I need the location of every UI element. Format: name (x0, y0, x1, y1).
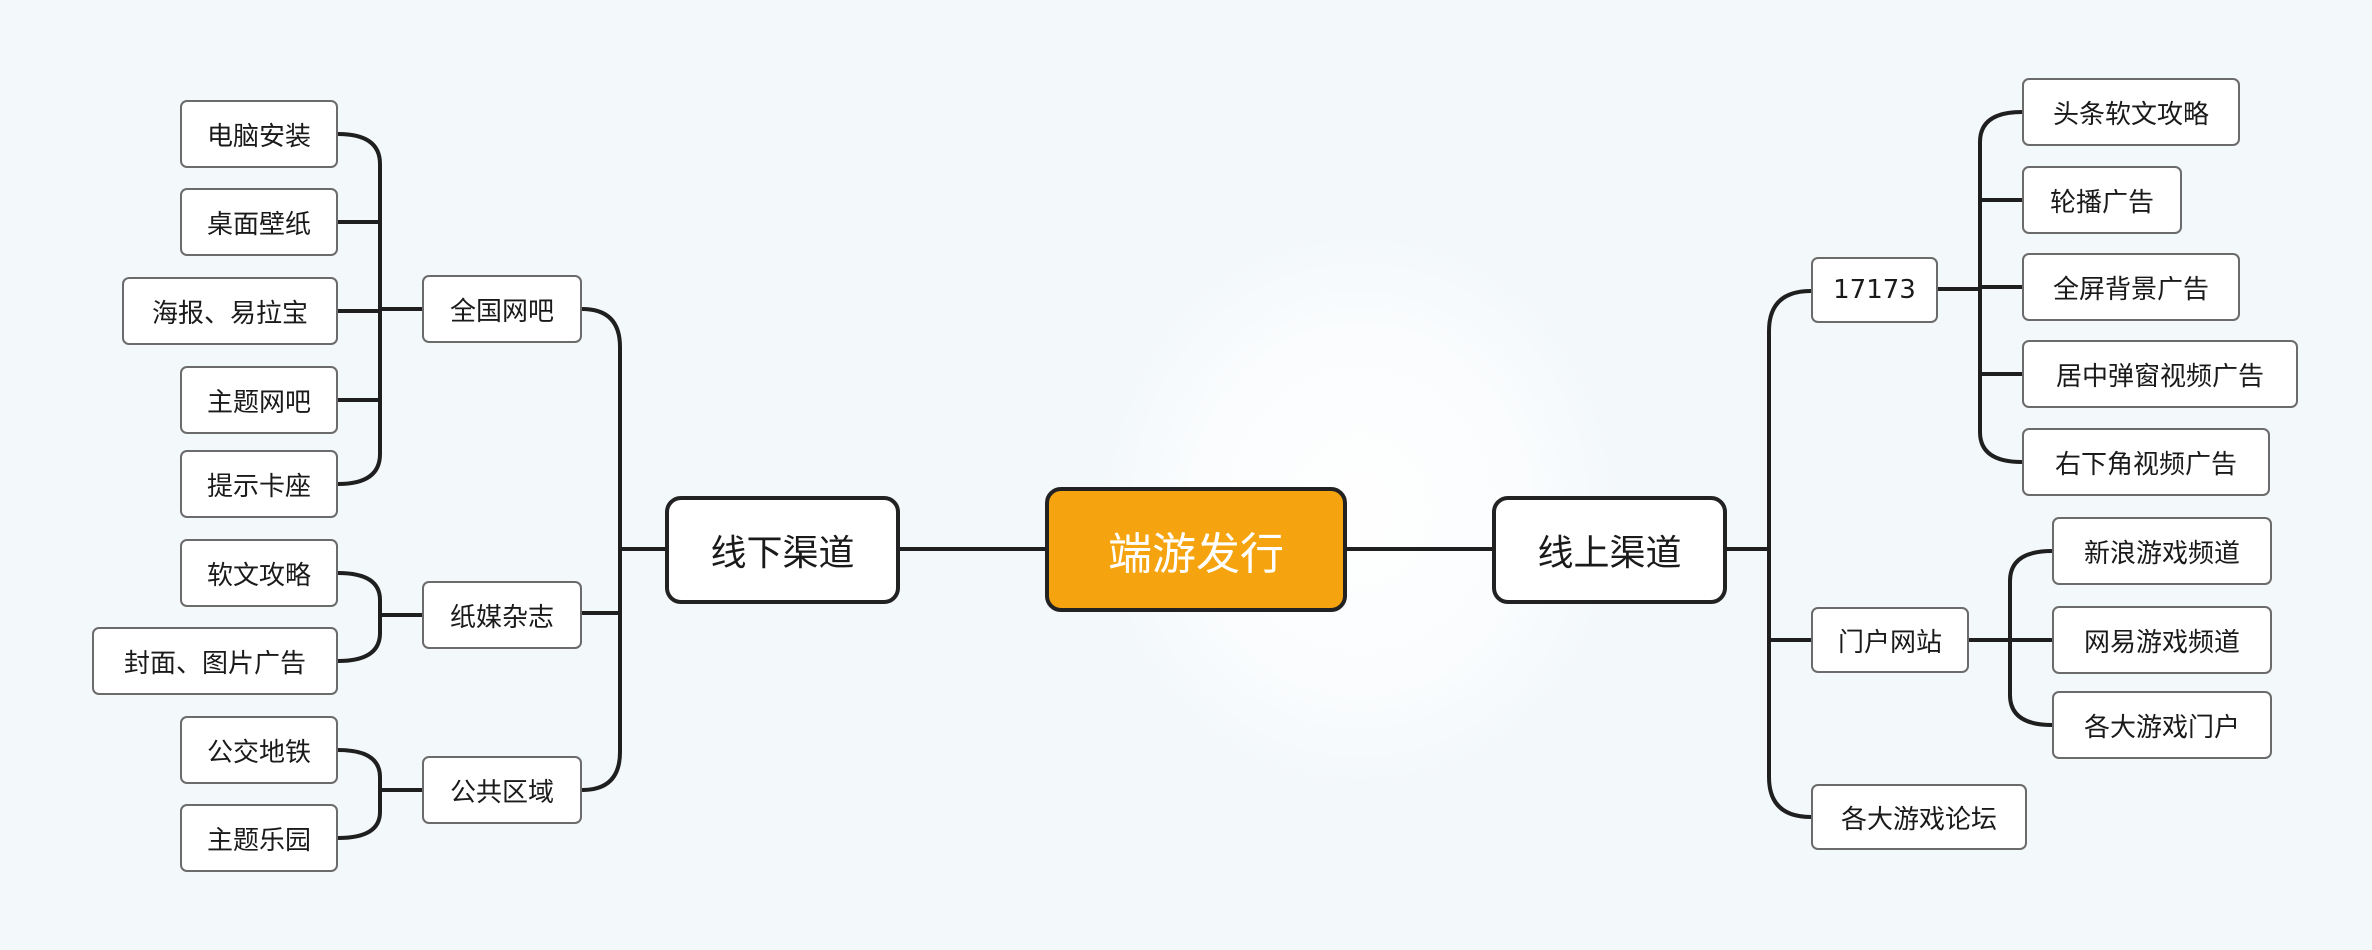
leaf-node-netease-games[interactable]: 网易游戏频道 (2052, 606, 2272, 674)
link-portal-leaves (1967, 549, 2054, 727)
link-offline-groups (580, 307, 667, 792)
link-netcafe-leaves (336, 132, 424, 486)
leaf-node-desktop-wallpaper[interactable]: 桌面壁纸 (180, 188, 338, 256)
group-node-print-media[interactable]: 纸媒杂志 (422, 581, 582, 649)
leaf-node-corner-video-ad[interactable]: 右下角视频广告 (2022, 428, 2270, 496)
leaf-node-cover-ad[interactable]: 封面、图片广告 (92, 627, 338, 695)
leaf-node-tip-card[interactable]: 提示卡座 (180, 450, 338, 518)
leaf-node-pc-install[interactable]: 电脑安装 (180, 100, 338, 168)
leaf-node-theme-netcafe[interactable]: 主题网吧 (180, 366, 338, 434)
group-node-forums[interactable]: 各大游戏论坛 (1811, 784, 2027, 850)
leaf-node-sina-games[interactable]: 新浪游戏频道 (2052, 517, 2272, 585)
leaf-node-theme-park[interactable]: 主题乐园 (180, 804, 338, 872)
group-node-17173[interactable]: 17173 (1811, 257, 1938, 323)
group-node-portal[interactable]: 门户网站 (1811, 607, 1969, 673)
link-17173-leaves (1936, 110, 2024, 464)
leaf-node-bus-subway[interactable]: 公交地铁 (180, 716, 338, 784)
leaf-node-carousel-ad[interactable]: 轮播广告 (2022, 166, 2182, 234)
leaf-node-fullscreen-bg-ad[interactable]: 全屏背景广告 (2022, 253, 2240, 321)
center-node[interactable]: 端游发行 (1045, 487, 1347, 612)
major-node-online[interactable]: 线上渠道 (1492, 496, 1727, 604)
leaf-node-poster-banner[interactable]: 海报、易拉宝 (122, 277, 338, 345)
group-node-netcafe[interactable]: 全国网吧 (422, 275, 582, 343)
link-online-groups (1725, 289, 1813, 819)
link-public-leaves (336, 748, 424, 840)
major-node-offline[interactable]: 线下渠道 (665, 496, 900, 604)
leaf-node-headline-article[interactable]: 头条软文攻略 (2022, 78, 2240, 146)
leaf-node-soft-article[interactable]: 软文攻略 (180, 539, 338, 607)
leaf-node-major-portals[interactable]: 各大游戏门户 (2052, 691, 2272, 759)
leaf-node-popup-video-ad[interactable]: 居中弹窗视频广告 (2022, 340, 2298, 408)
link-print-leaves (336, 571, 424, 663)
group-node-public-area[interactable]: 公共区域 (422, 756, 582, 824)
